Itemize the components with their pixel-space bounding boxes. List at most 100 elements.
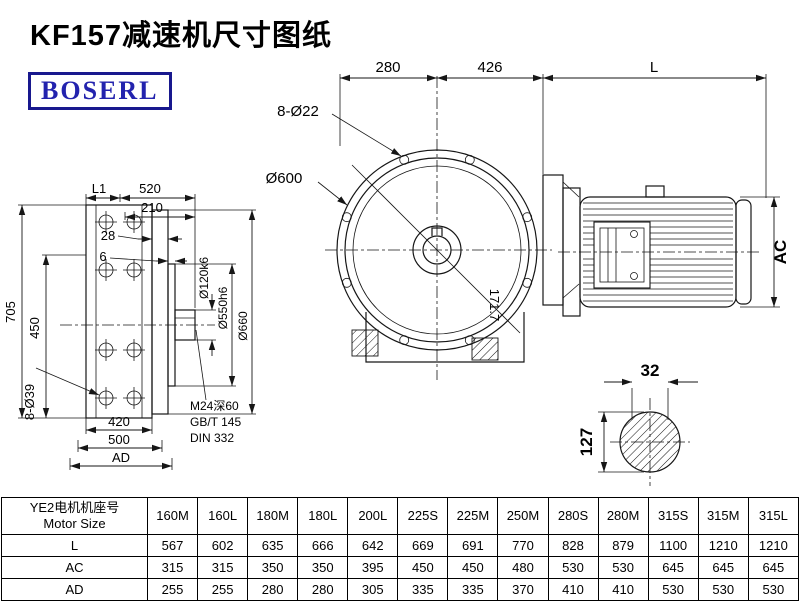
note-m24: M24深60 <box>190 399 239 413</box>
cell-AC-7: 480 <box>497 556 549 579</box>
cell-AD-10: 530 <box>647 578 699 601</box>
table-row-AC: AC 315 315 350 350 395 450 450 480 530 5… <box>1 556 800 579</box>
dim-label-705: 705 <box>3 301 18 323</box>
dim-label-d660: Ø660 <box>236 311 250 341</box>
output-shaft <box>174 309 196 341</box>
dim-label-AD: AD <box>112 450 130 465</box>
dim-label-28: 28 <box>101 228 115 243</box>
side-view: L1 520 210 28 6 705 450 8-Ø39 <box>3 181 256 470</box>
shaft-end-view: 32 127 <box>577 361 698 486</box>
cell-L-11: 1210 <box>697 534 749 557</box>
technical-drawing: 280 426 L 171.7 <box>3 59 790 486</box>
brand-logo: BOSERL <box>28 72 172 110</box>
cell-AC-10: 645 <box>647 556 699 579</box>
col-header-160L: 160L <box>197 497 249 535</box>
side-flange <box>151 209 169 415</box>
cell-L-4: 642 <box>347 534 399 557</box>
cell-L-5: 669 <box>397 534 449 557</box>
dim-label-210: 210 <box>141 200 163 215</box>
col-header-160M: 160M <box>146 497 199 535</box>
cell-AD-8: 410 <box>547 578 599 601</box>
cell-AC-12: 645 <box>747 556 800 579</box>
cell-AC-5: 450 <box>397 556 449 579</box>
col-header-250M: 250M <box>497 497 549 535</box>
row-label-AD: AD <box>1 578 148 601</box>
cell-AD-1: 255 <box>197 578 249 601</box>
callout-8xd39: 8-Ø39 <box>22 384 37 420</box>
cell-L-12: 1210 <box>747 534 800 557</box>
col-header-225M: 225M <box>447 497 499 535</box>
cell-L-6: 691 <box>447 534 499 557</box>
col-header-315M: 315M <box>697 497 749 535</box>
motor-view: AC <box>542 174 790 317</box>
table-header-row: YE2电机机座号 Motor Size 160M 160L 180M 180L … <box>1 497 800 535</box>
cell-AD-12: 530 <box>747 578 800 601</box>
callout-8xd22: 8-Ø22 <box>277 103 319 120</box>
page-title: KF157减速机尺寸图纸 <box>30 20 333 52</box>
cell-AC-11: 645 <box>697 556 749 579</box>
dim-label-L1: L1 <box>92 181 106 196</box>
cell-AC-1: 315 <box>197 556 249 579</box>
dim-label-AC: AC <box>771 240 790 265</box>
adapter-flange <box>542 174 564 306</box>
dim-label-d550h6: Ø550h6 <box>216 286 230 329</box>
cell-AC-0: 315 <box>146 556 199 579</box>
dim-label-420: 420 <box>108 414 130 429</box>
cell-L-7: 770 <box>497 534 549 557</box>
cell-AD-4: 305 <box>347 578 399 601</box>
cell-L-1: 602 <box>197 534 249 557</box>
dim-label-426: 426 <box>477 59 502 76</box>
motor-size-header-cell: YE2电机机座号 Motor Size <box>1 497 148 535</box>
cell-L-10: 1100 <box>647 534 699 557</box>
col-header-315S: 315S <box>647 497 699 535</box>
foot-section-left <box>351 329 379 357</box>
cell-L-9: 879 <box>597 534 649 557</box>
stator-detail <box>593 221 651 289</box>
cell-AC-4: 395 <box>347 556 399 579</box>
cell-L-3: 666 <box>297 534 349 557</box>
keyway <box>431 227 443 236</box>
cell-AD-2: 280 <box>247 578 299 601</box>
motor-size-header-en: Motor Size <box>43 516 106 531</box>
cell-AD-11: 530 <box>697 578 749 601</box>
cell-AC-3: 350 <box>297 556 349 579</box>
dim-label-127: 127 <box>577 428 596 456</box>
cell-AD-0: 255 <box>146 578 199 601</box>
cell-AD-9: 410 <box>597 578 649 601</box>
dim-label-diagonal: 171.7 <box>487 289 502 322</box>
col-header-180L: 180L <box>297 497 349 535</box>
table-row-AD: AD 255 255 280 280 305 335 335 370 410 4… <box>1 578 800 601</box>
note-din332: DIN 332 <box>190 431 234 445</box>
dim-label-6: 6 <box>99 249 106 264</box>
dim-label-450: 450 <box>27 317 42 339</box>
col-header-225S: 225S <box>397 497 449 535</box>
motor-size-header-cn: YE2电机机座号 <box>29 500 120 515</box>
lifting-lug <box>645 185 665 198</box>
col-header-180M: 180M <box>247 497 299 535</box>
table-row-L: L 567 602 635 666 642 669 691 770 828 87… <box>1 534 800 557</box>
cell-AC-8: 530 <box>547 556 599 579</box>
row-label-L: L <box>1 534 148 557</box>
foot-section-right <box>471 337 499 361</box>
cell-AD-7: 370 <box>497 578 549 601</box>
cell-L-8: 828 <box>547 534 599 557</box>
cell-AD-5: 335 <box>397 578 449 601</box>
dim-label-d120k6: Ø120k6 <box>197 257 211 299</box>
note-gbt145: GB/T 145 <box>190 415 241 429</box>
mounting-holes <box>95 211 145 409</box>
cell-L-0: 567 <box>146 534 199 557</box>
dim-label-520: 520 <box>139 181 161 196</box>
cell-AC-2: 350 <box>247 556 299 579</box>
col-header-200L: 200L <box>347 497 399 535</box>
top-dimension-chain: 280 426 L <box>339 59 767 198</box>
cell-AC-9: 530 <box>597 556 649 579</box>
cell-AD-6: 335 <box>447 578 499 601</box>
col-header-280S: 280S <box>547 497 599 535</box>
col-header-280M: 280M <box>597 497 649 535</box>
cell-AC-6: 450 <box>447 556 499 579</box>
cell-L-2: 635 <box>247 534 299 557</box>
cell-AD-3: 280 <box>297 578 349 601</box>
row-label-AC: AC <box>1 556 148 579</box>
col-header-315L: 315L <box>747 497 800 535</box>
